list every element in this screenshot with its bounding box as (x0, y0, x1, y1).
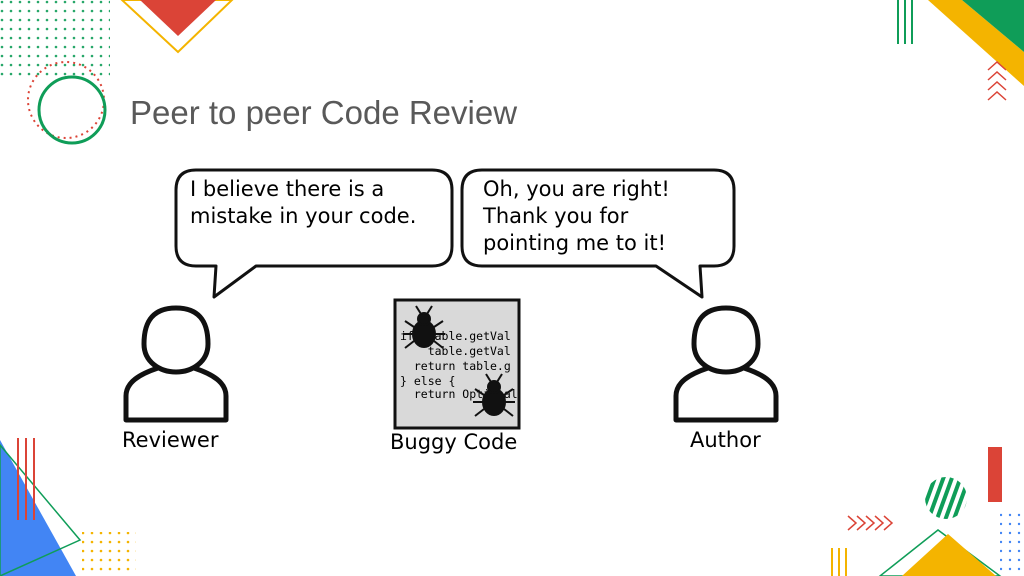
buggy-code-card: if (table.getVal table.getVal return tab… (393, 298, 521, 430)
dot-grid (0, 0, 110, 80)
author-bubble-line-3: pointing me to it! (483, 231, 666, 255)
code-line-4: } else { (400, 374, 455, 388)
author-bubble-line-1: Oh, you are right! (483, 177, 670, 201)
yellow-triangle (902, 534, 996, 576)
reviewer-person-icon (123, 305, 229, 423)
author-person-icon (673, 305, 779, 423)
red-bar (988, 447, 1002, 502)
reviewer-bubble-line-1: I believe there is a (190, 177, 384, 201)
author-bubble-line-2: Thank you for (482, 204, 629, 228)
red-triangle (140, 0, 216, 36)
page-title: Peer to peer Code Review (130, 94, 518, 131)
green-triangle (962, 0, 1024, 52)
reviewer-label: Reviewer (122, 428, 219, 452)
striped-circle (925, 477, 967, 519)
buggy-code-label: Buggy Code (390, 430, 517, 454)
code-line-2: table.getVal (400, 344, 511, 358)
code-line-3: return table.g (400, 359, 511, 373)
bug-icon (473, 373, 515, 417)
reviewer-bubble-line-2: mistake in your code. (190, 204, 416, 228)
bug-icon (403, 305, 445, 349)
outline-triangle (120, 0, 234, 54)
author-label: Author (690, 428, 761, 452)
reviewer-speech-bubble: I believe there is a mistake in your cod… (174, 168, 454, 299)
author-speech-bubble: Oh, you are right! Thank you for pointin… (460, 168, 736, 299)
ring-circle (37, 75, 107, 145)
